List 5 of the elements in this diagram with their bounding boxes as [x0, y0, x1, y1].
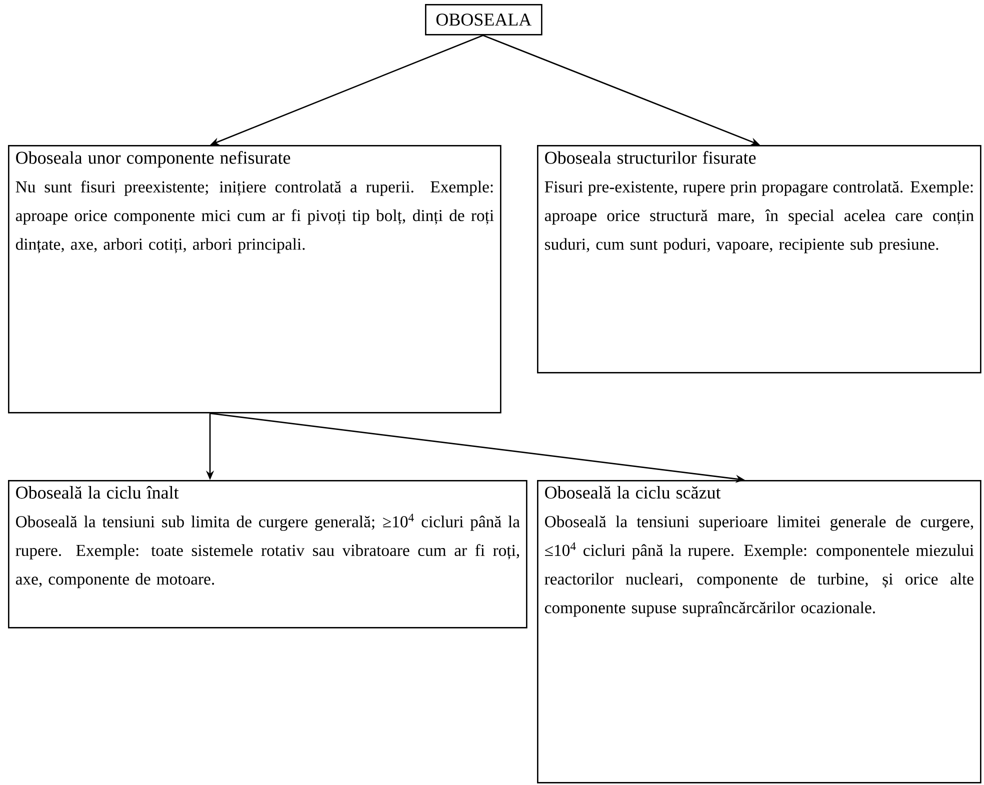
title-box: OBOSEALA [425, 4, 542, 36]
text-box: Oboseală la ciclu scăzut Oboseală la tensiuni superioare limitei generale de curgere, ≤10$^{4}$ cicluri până la rupere. Exemple: componentele miezului reactorilor nucleari, componente de turbine, și orice alte componente supuse supraîncărcărilor ocazionale. [537, 480, 982, 784]
text-box: Oboseala unor componente nefisurate Nu sunt fisuri preexistente; inițiere controlată a ruperii. Exemple: aproape orice componente mici cum ar fi pivoți tip bolț, dinți de roți dințate, axe, arbori cotiți, arbori principali. [8, 145, 502, 414]
text-box: Oboseală la ciclu înalt Oboseală la tensiuni sub limita de curgere generală; ≥10$^{4}$ cicluri până la rupere. Exemple: toate sistemele rotativ sau vibratoare cum ar fi roți, axe, componente de motoare. [8, 480, 528, 628]
text-box: Oboseala structurilor fisurate Fisuri pre-existente, rupere prin propagare controlată. Exemple: aproape orice structură mare, în special acelea care conțin suduri, cum sunt poduri, vapoare, recipiente sub presiune. [537, 145, 982, 374]
